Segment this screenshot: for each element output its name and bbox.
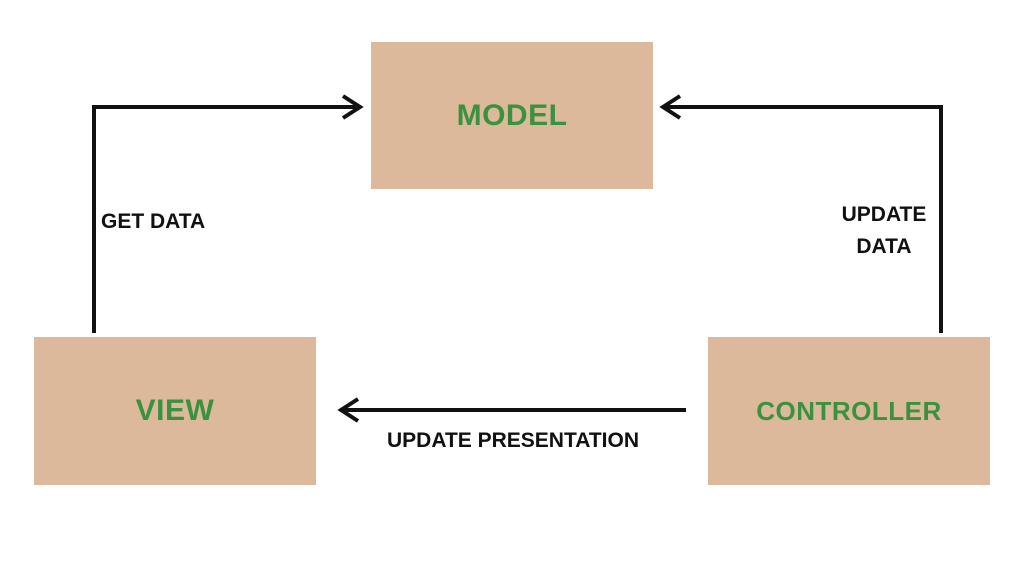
controller-label: CONTROLLER	[756, 395, 942, 426]
update-presentation-arrowhead	[337, 397, 360, 423]
controller-box: CONTROLLER	[708, 337, 990, 485]
get-data-label: GET DATA	[101, 210, 206, 233]
update-presentation-label: UPDATE PRESENTATION	[387, 429, 640, 452]
model-label: MODEL	[456, 98, 568, 132]
get-data-arrow-line	[92, 105, 356, 333]
view-box: VIEW	[34, 337, 316, 485]
model-box: MODEL	[371, 42, 653, 189]
update-data-arrow-line	[666, 105, 943, 333]
get-data-arrowhead	[341, 94, 364, 120]
view-label: VIEW	[135, 394, 215, 427]
update-data-arrowhead	[659, 94, 682, 120]
update-data-label: UPDATE DATA	[841, 203, 927, 258]
